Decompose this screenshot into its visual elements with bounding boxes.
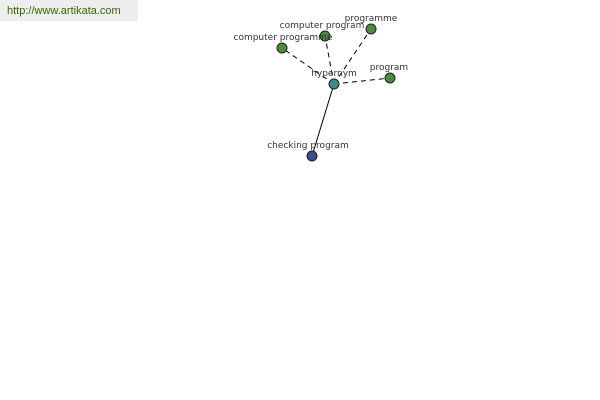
- nodes-layer: [276, 23, 396, 162]
- node-programme[interactable]: [365, 23, 377, 35]
- node-program[interactable]: [384, 72, 396, 84]
- watermark-link[interactable]: http://www.artikata.com: [0, 0, 138, 21]
- node-label-computer-program[interactable]: computer program: [280, 21, 365, 31]
- node-label-hypernym[interactable]: hypernym: [311, 69, 357, 79]
- node-label-checking-program[interactable]: checking program: [267, 141, 349, 151]
- node-label-programme[interactable]: programme: [345, 14, 398, 24]
- edge-hypernym-checking-program: [311, 83, 335, 157]
- edge-hypernym-program: [333, 77, 391, 85]
- node-hypernym[interactable]: [328, 78, 340, 90]
- watermark-text: http://www.artikata.com: [7, 5, 121, 17]
- edge-hypernym-programme: [333, 28, 372, 85]
- node-computer-program[interactable]: [319, 30, 331, 42]
- node-label-computer-programme[interactable]: computer programme: [234, 33, 333, 43]
- node-computer-programme[interactable]: [276, 42, 288, 54]
- edges-layer: [281, 28, 391, 157]
- edge-hypernym-computer-program: [324, 35, 335, 85]
- node-label-program[interactable]: program: [370, 63, 408, 73]
- node-checking-program[interactable]: [306, 150, 318, 162]
- edge-hypernym-computer-programme: [281, 47, 335, 85]
